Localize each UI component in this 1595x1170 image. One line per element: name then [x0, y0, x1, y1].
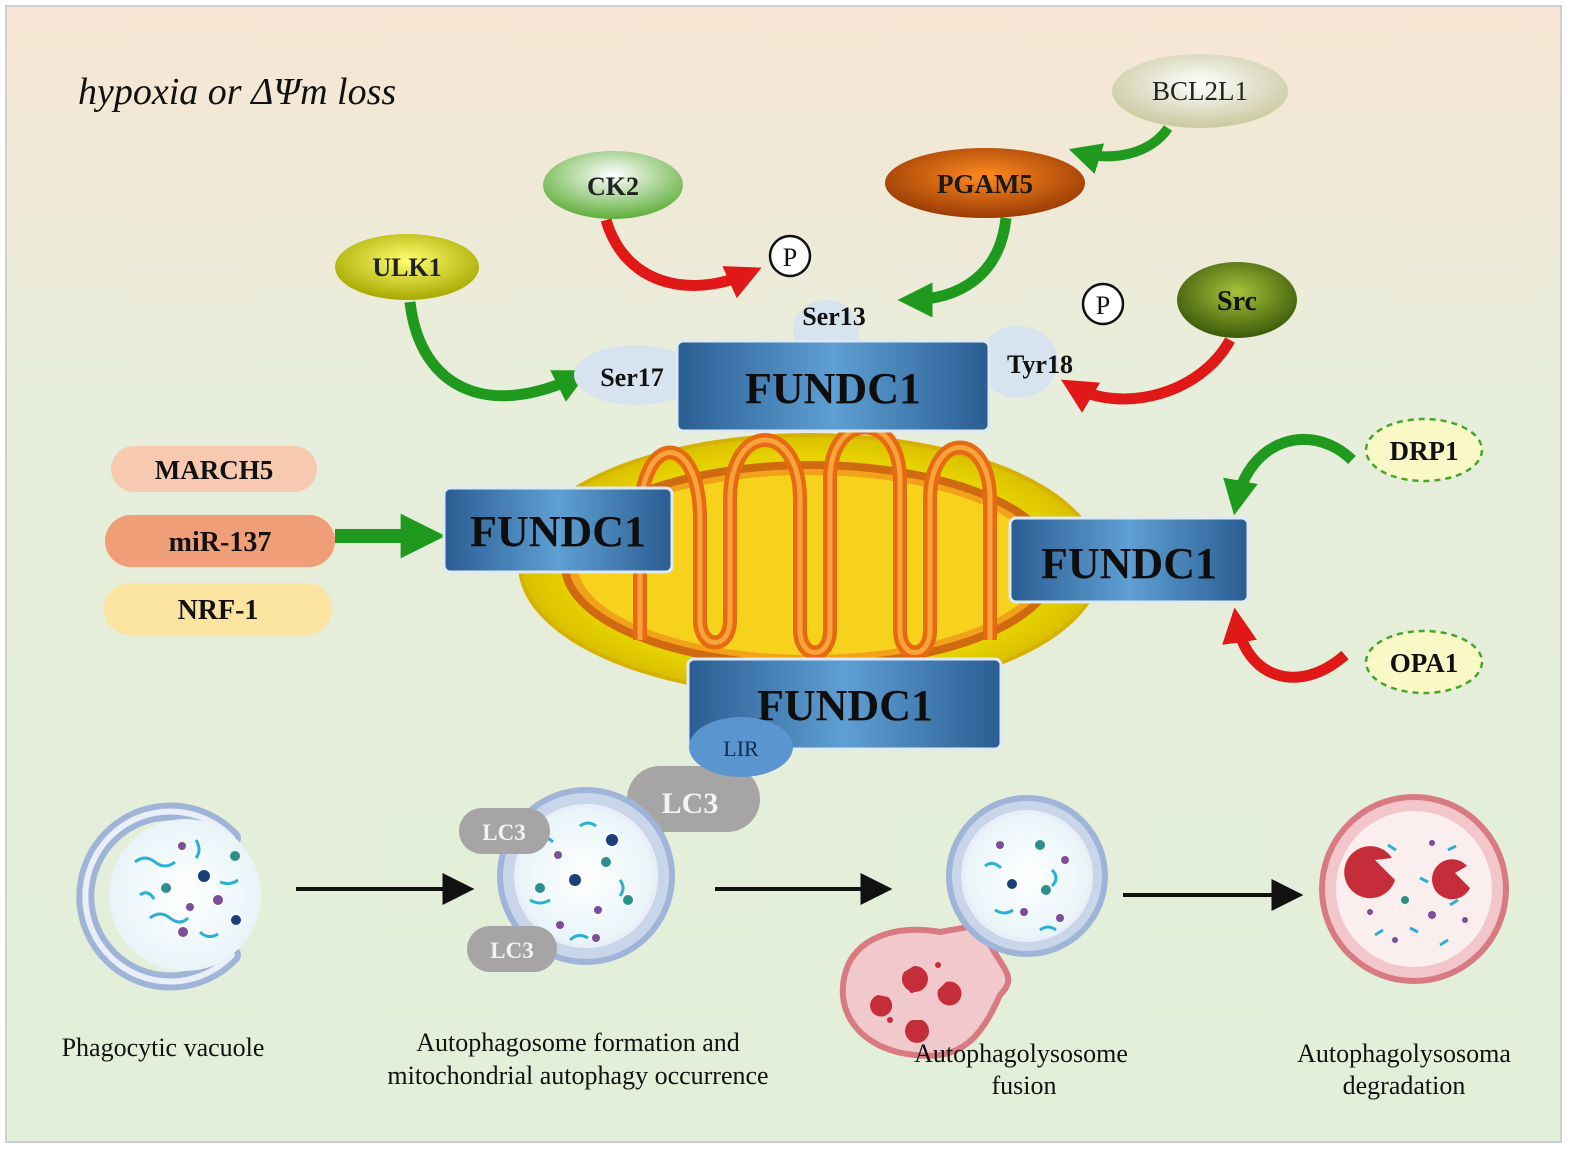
- stage4-caption-line2: degradation: [1343, 1071, 1466, 1100]
- drp1-node: DRP1: [1364, 417, 1484, 483]
- src-node: Src: [1177, 262, 1297, 338]
- fundc1-right: FUNDC1: [1008, 516, 1250, 604]
- phospho-symbol-ser13: P: [768, 234, 812, 278]
- fundc1-top: FUNDC1: [574, 300, 1058, 433]
- svg-text:miR-137: miR-137: [169, 527, 272, 558]
- stage2-caption-line2: mitochondrial autophagy occurrence: [387, 1061, 768, 1090]
- svg-text:CK2: CK2: [587, 172, 639, 201]
- mitochondrion: [518, 420, 1102, 697]
- march5-node: MARCH5: [111, 446, 317, 492]
- fundc1-left: FUNDC1: [442, 486, 674, 574]
- lc3-anchor: LC3: [627, 766, 760, 832]
- drp1-to-fundc1-arrow: [1223, 433, 1356, 516]
- ck2-node: CK2: [543, 151, 683, 219]
- svg-text:LC3: LC3: [490, 938, 533, 963]
- svg-text:FUNDC1: FUNDC1: [745, 364, 921, 413]
- svg-text:DRP1: DRP1: [1390, 436, 1459, 466]
- tyr18-label: Tyr18: [1007, 350, 1073, 379]
- lir-motif: LIR: [689, 717, 793, 777]
- svg-text:PGAM5: PGAM5: [937, 169, 1033, 199]
- svg-text:MARCH5: MARCH5: [155, 455, 273, 485]
- nrf1-node: NRF-1: [104, 583, 332, 635]
- tyr18-bump: [978, 326, 1058, 398]
- opa1-node: OPA1: [1364, 629, 1484, 695]
- autophagolysosome-degradation: [1319, 794, 1509, 984]
- stage1-caption: Phagocytic vacuole: [62, 1033, 265, 1062]
- svg-text:LIR: LIR: [723, 736, 759, 761]
- stage2-caption-line1: Autophagosome formation and: [416, 1028, 740, 1057]
- svg-text:LC3: LC3: [482, 820, 525, 845]
- phagocytic-vacuole: [76, 802, 261, 991]
- mir137-node: miR-137: [105, 515, 335, 567]
- lc3-upper-left: LC3: [459, 808, 550, 854]
- svg-text:OPA1: OPA1: [1390, 648, 1459, 678]
- autophagolysosome-fusion: [839, 795, 1108, 1059]
- pgam5-to-ser13-arrow: [897, 217, 1012, 318]
- lc3-lower-left: LC3: [467, 926, 557, 972]
- svg-text:ULK1: ULK1: [372, 253, 441, 282]
- ulk1-to-ser17-arrow: [404, 301, 590, 402]
- stage4-caption-line1: Autophagolysosoma: [1297, 1039, 1511, 1068]
- ser17-bump: [574, 345, 698, 405]
- bcl2l1-node: BCL2L1: [1112, 54, 1288, 128]
- phospho-symbol-tyr18: P: [1081, 282, 1125, 326]
- ck2-to-ser13-arrow: [600, 218, 762, 299]
- condition-title: hypoxia or ΔΨm loss: [78, 71, 396, 113]
- svg-text:Src: Src: [1217, 286, 1257, 317]
- ser17-label: Ser17: [600, 363, 664, 392]
- ser13-label: Ser13: [802, 302, 866, 331]
- svg-text:P: P: [1096, 291, 1110, 320]
- svg-text:FUNDC1: FUNDC1: [757, 681, 933, 730]
- pgam5-node: PGAM5: [885, 148, 1085, 218]
- stage3-caption-line2: fusion: [992, 1071, 1057, 1100]
- svg-text:LC3: LC3: [662, 787, 719, 820]
- src-to-tyr18-arrow: [1060, 337, 1235, 413]
- svg-text:FUNDC1: FUNDC1: [1041, 539, 1217, 588]
- svg-text:NRF-1: NRF-1: [178, 595, 259, 626]
- svg-text:FUNDC1: FUNDC1: [470, 507, 646, 556]
- svg-text:P: P: [783, 243, 797, 272]
- opa1-to-fundc1-arrow: [1222, 607, 1349, 683]
- ulk1-node: ULK1: [335, 234, 479, 300]
- stage3-caption-line1: Autophagolysosome: [914, 1039, 1128, 1068]
- bcl2l1-to-pgam5-arrow: [1068, 124, 1173, 174]
- svg-text:BCL2L1: BCL2L1: [1152, 76, 1248, 106]
